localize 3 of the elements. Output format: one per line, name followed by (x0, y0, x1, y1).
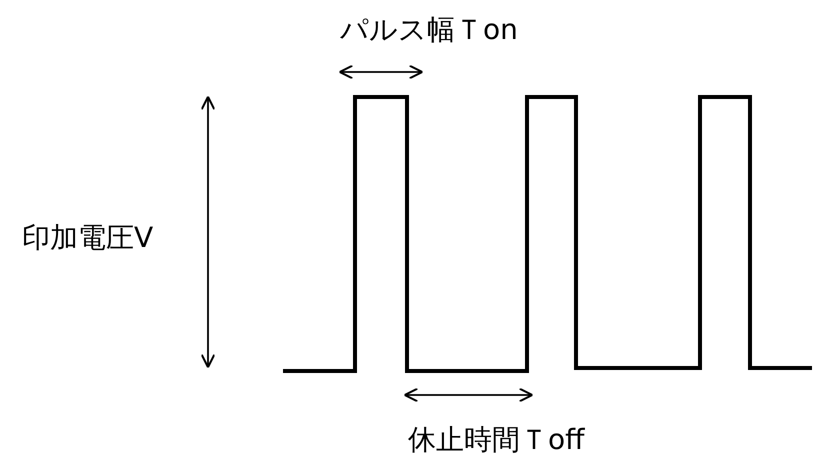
off-time-label: 休止時間Ｔoff (408, 423, 584, 457)
pulse-width-label: パルス幅Ｔon (340, 13, 518, 47)
voltage-label: 印加電圧V (22, 221, 154, 255)
